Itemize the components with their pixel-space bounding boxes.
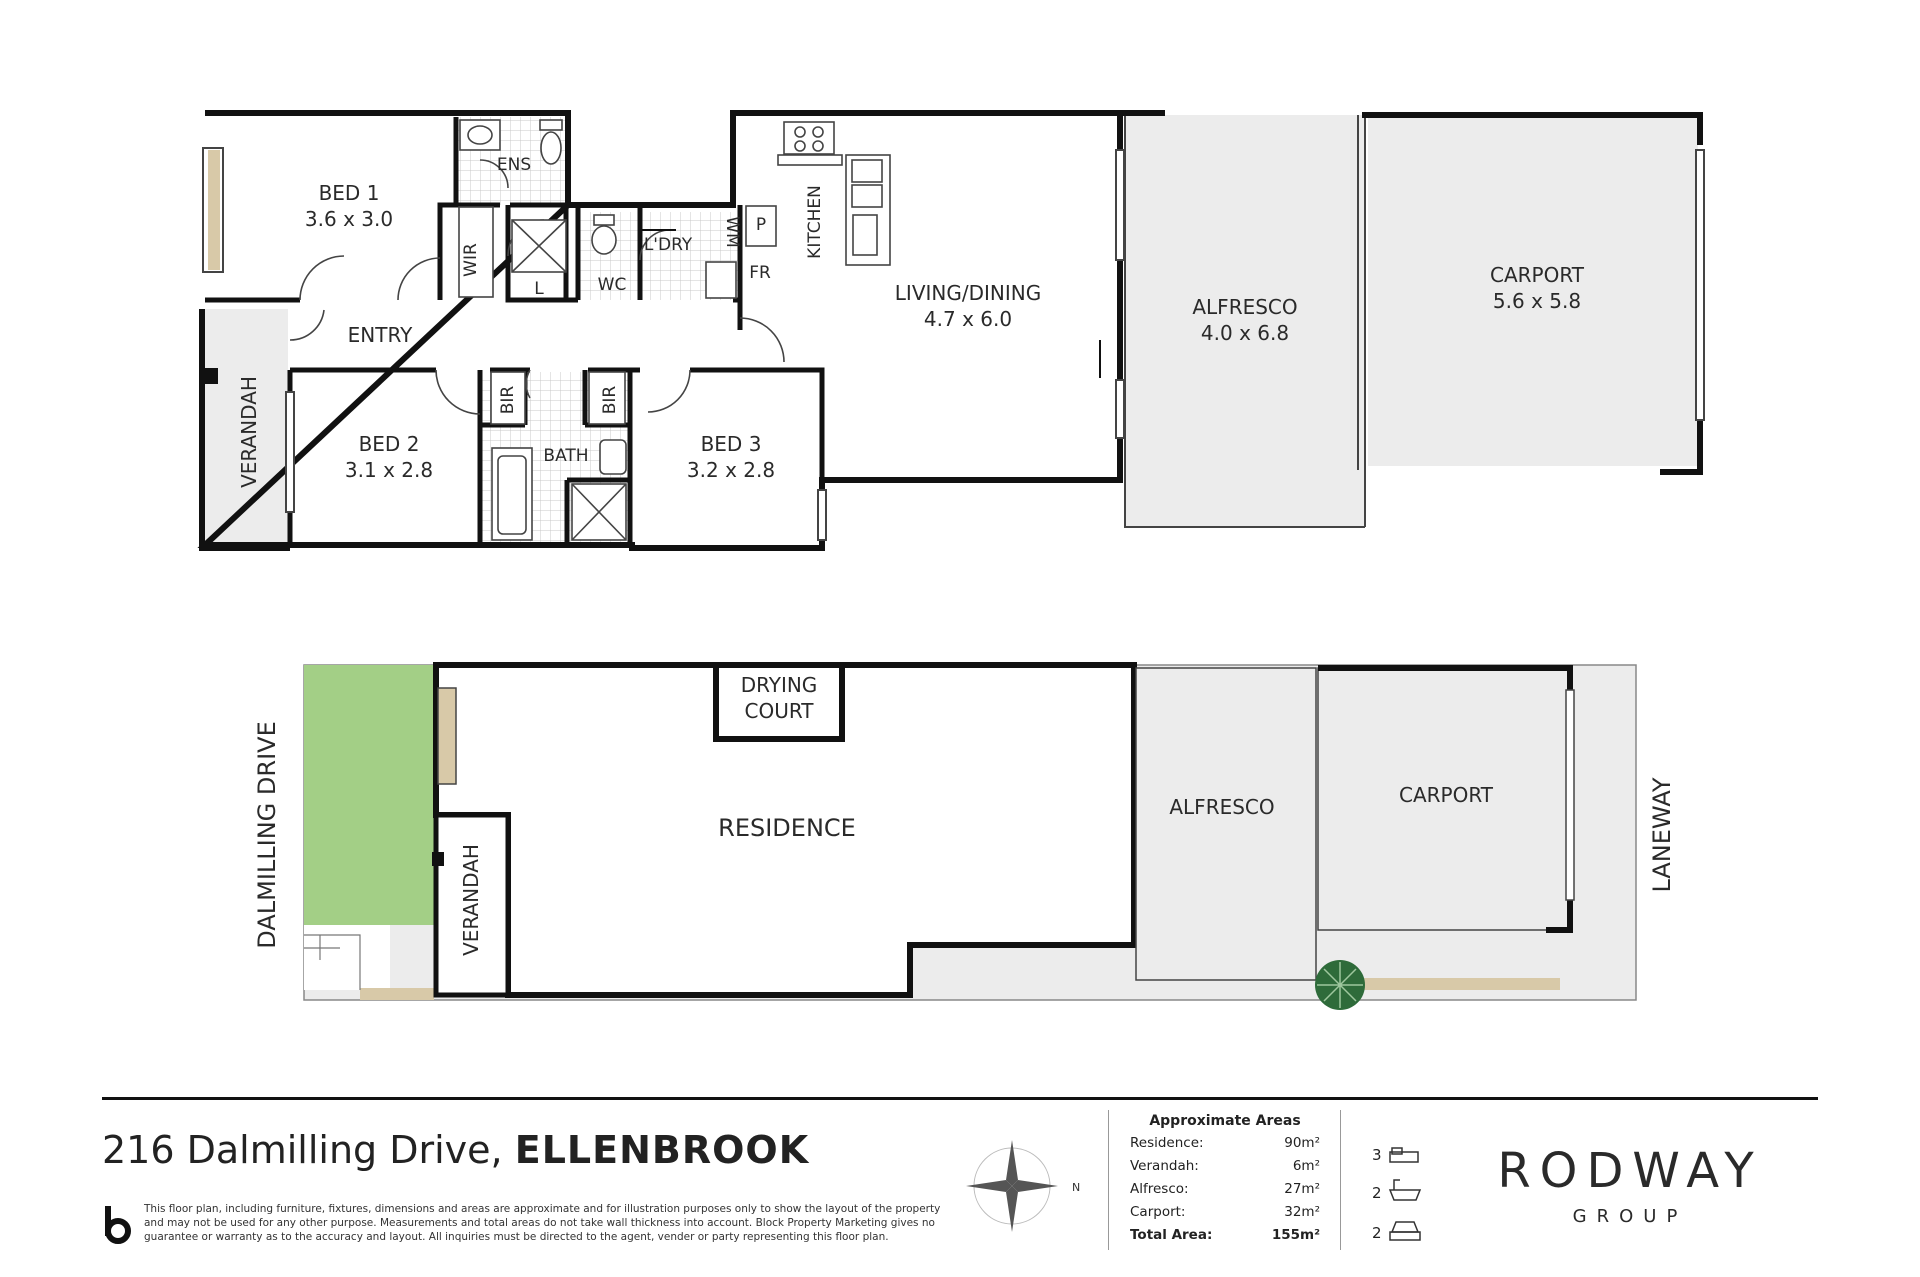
living-size: 4.7 x 6.0 bbox=[924, 307, 1012, 331]
address-suburb: ELLENBROOK bbox=[514, 1128, 810, 1172]
alfresco-name: ALFRESCO bbox=[1192, 295, 1297, 319]
footer-rule bbox=[102, 1097, 1818, 1100]
bathroom-count: 2 bbox=[1372, 1184, 1382, 1202]
bed3-name: BED 3 bbox=[701, 432, 762, 456]
l-label: L bbox=[534, 279, 544, 299]
bir2-label: BIR bbox=[600, 386, 620, 415]
upper-floor-plan: BED 1 3.6 x 3.0 ENS WIR L WC L'DRY WM P … bbox=[197, 110, 1705, 551]
p-label: P bbox=[756, 215, 766, 235]
site-alfresco-label: ALFRESCO bbox=[1169, 795, 1274, 819]
column bbox=[204, 368, 218, 384]
site-alfresco bbox=[1135, 667, 1317, 981]
rear-timber bbox=[1330, 978, 1560, 990]
drying-court bbox=[713, 662, 845, 742]
tree-detail bbox=[1317, 962, 1363, 1008]
wir-label: WIR bbox=[461, 243, 481, 277]
site-carport-label: CARPORT bbox=[1399, 783, 1494, 807]
bath-icon bbox=[1388, 1179, 1422, 1201]
approximate-areas: Approximate Areas Residence:90m² Veranda… bbox=[1130, 1113, 1320, 1250]
site-window bbox=[1565, 689, 1575, 901]
site-column bbox=[432, 852, 444, 866]
fixtures bbox=[458, 119, 891, 541]
carport-name: CARPORT bbox=[1490, 263, 1585, 287]
areas-title: Approximate Areas bbox=[1149, 1113, 1301, 1129]
bed2-size: 3.1 x 2.8 bbox=[345, 458, 433, 482]
alfresco-area bbox=[1125, 115, 1365, 527]
bed2-name: BED 2 bbox=[359, 432, 420, 456]
living-name: LIVING/DINING bbox=[895, 281, 1041, 305]
carport-size: 5.6 x 5.8 bbox=[1493, 289, 1581, 313]
drying-court-line2: COURT bbox=[744, 699, 814, 723]
wc-label: WC bbox=[598, 275, 627, 295]
bed-icon bbox=[1389, 1147, 1419, 1163]
wm-label: WM bbox=[722, 216, 742, 247]
divider-1 bbox=[1108, 1110, 1109, 1250]
feature-timber bbox=[208, 150, 220, 270]
divider-2 bbox=[1340, 1110, 1341, 1250]
site-verandah-label: VERANDAH bbox=[459, 844, 483, 956]
car-count: 2 bbox=[1372, 1224, 1382, 1242]
total-area-row: Total Area:155m² bbox=[1130, 1227, 1320, 1243]
carport-walls bbox=[1120, 110, 1703, 475]
fr-label: FR bbox=[749, 263, 771, 283]
bed1-name: BED 1 bbox=[319, 181, 380, 205]
area-row: Carport:32m² bbox=[1130, 1204, 1320, 1220]
rodway-logo: RODWAY GROUP bbox=[1470, 1146, 1790, 1227]
area-row: Residence:90m² bbox=[1130, 1135, 1320, 1151]
verandah-footprint bbox=[433, 812, 511, 998]
svg-text:N: N bbox=[1072, 1181, 1080, 1194]
compass-icon: N bbox=[966, 1140, 1080, 1232]
front-timber bbox=[360, 988, 434, 1000]
address-street: 216 Dalmilling Drive, bbox=[102, 1128, 503, 1172]
property-address: 216 Dalmilling Drive, ELLENBROOK bbox=[102, 1128, 809, 1172]
carport-wall bbox=[1318, 665, 1573, 933]
car-icon bbox=[1389, 1221, 1421, 1241]
ens-label: ENS bbox=[497, 155, 531, 175]
carport-area bbox=[1368, 118, 1698, 466]
entry-label: ENTRY bbox=[348, 323, 413, 347]
bed3-size: 3.2 x 2.8 bbox=[687, 458, 775, 482]
front-path bbox=[304, 925, 390, 990]
alfresco-size: 4.0 x 6.8 bbox=[1201, 321, 1289, 345]
street-label: DALMILLING DRIVE bbox=[253, 721, 281, 948]
brand-name: RODWAY bbox=[1497, 1143, 1763, 1199]
residence-label: RESIDENCE bbox=[718, 814, 856, 842]
bath-label: BATH bbox=[543, 446, 588, 466]
ldry-label: L'DRY bbox=[644, 235, 693, 255]
bed1-size: 3.6 x 3.0 bbox=[305, 207, 393, 231]
kitchen-label: KITCHEN bbox=[805, 185, 825, 259]
area-row: Alfresco:27m² bbox=[1130, 1181, 1320, 1197]
area-row: Verandah:6m² bbox=[1130, 1158, 1320, 1174]
bedroom-count: 3 bbox=[1372, 1146, 1382, 1164]
drying-court-line1: DRYING bbox=[741, 673, 818, 697]
front-lawn bbox=[304, 665, 434, 925]
verandah-label: VERANDAH bbox=[237, 376, 261, 488]
disclaimer: This floor plan, including furniture, fi… bbox=[144, 1203, 941, 1243]
site-timber bbox=[437, 687, 457, 785]
bir1-label: BIR bbox=[498, 386, 518, 415]
front-steps bbox=[304, 934, 361, 990]
brand-sub: GROUP bbox=[1572, 1206, 1688, 1227]
laneway-label: LANEWAY bbox=[1648, 777, 1676, 892]
block-logo-icon bbox=[105, 1206, 131, 1244]
site-plan: DALMILLING DRIVE LANEWAY RESIDENCE DRYIN… bbox=[253, 662, 1676, 1010]
